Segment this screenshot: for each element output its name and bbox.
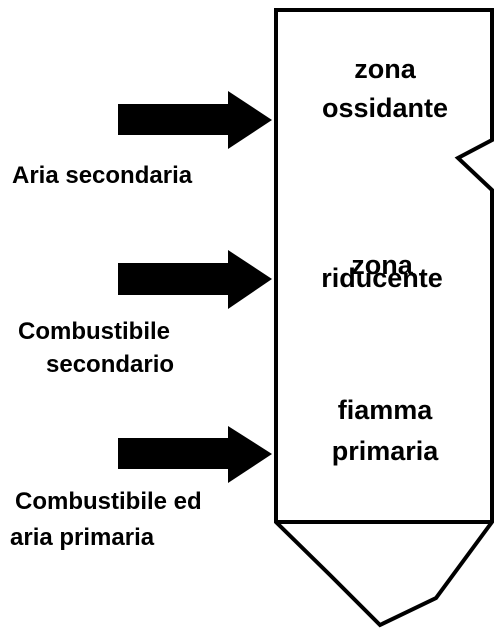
primary-flame-label-2: primaria [332,436,440,466]
secondary-air-arrow [118,91,272,149]
secondary-air-label: Aria secondaria [12,162,193,189]
primary-fuel-air-label-2: aria primaria [10,524,155,551]
primary-flame-label-1: fiamma [338,395,434,425]
primary-fuel-air-label-1: Combustibile ed [15,488,202,515]
oxidizing-zone-label-1: zona [354,54,416,84]
primary-fuel-air-arrow [118,426,272,483]
oxidizing-zone-label-2: ossidante [322,93,448,123]
secondary-fuel-label-1: Combustibile [18,318,170,345]
secondary-fuel-arrow [118,250,272,309]
reducing-zone-label-2-visible: riducente [321,263,443,293]
reducing-zone-label-1: zona [351,250,413,280]
secondary-fuel-label-2: secondario [46,351,174,378]
